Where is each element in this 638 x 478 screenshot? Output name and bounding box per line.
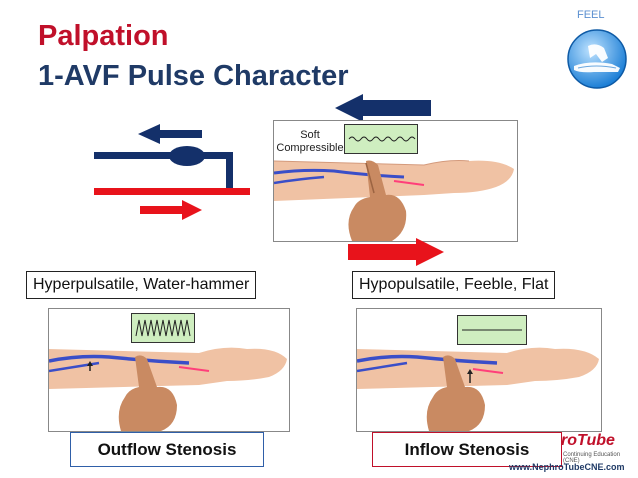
- right-caption: Inflow Stenosis: [372, 432, 562, 467]
- pulse-trace-soft: [344, 124, 418, 154]
- brand-fragment: roTube: [561, 432, 615, 449]
- slide-title: Palpation: [38, 20, 169, 52]
- slide-subtitle: 1-AVF Pulse Character: [38, 60, 349, 92]
- brand-tagline: Continuing Education (CNE): [563, 452, 621, 464]
- left-panel-header: Hyperpulsatile, Water-hammer: [26, 271, 257, 299]
- right-panel-header: Hypopulsatile, Feeble, Flat: [352, 271, 556, 299]
- left-forearm-photo: [48, 308, 290, 432]
- nephrotube-watermark: roTube Continuing Education (CNE) www.Ne…: [505, 430, 633, 474]
- right-forearm-photo: [356, 308, 602, 432]
- center-forearm-photo: Soft Compressible: [273, 120, 518, 242]
- feel-label: FEEL: [577, 9, 605, 21]
- hand-palpating-forearm-icon: [566, 28, 628, 90]
- left-caption: Outflow Stenosis: [70, 432, 264, 467]
- trace-label: Soft Compressible: [276, 129, 344, 155]
- trace-label-line1: Soft: [300, 129, 320, 141]
- trace-label-line2: Compressible: [276, 142, 344, 154]
- venous-flow-arrow: [335, 94, 431, 122]
- pulse-trace-flat: [457, 315, 527, 345]
- brand-url: www.NephroTubeCNE.com: [509, 462, 625, 472]
- avf-schematic-diagram: [90, 118, 260, 228]
- pulse-trace-hyperpulsatile: [131, 313, 195, 343]
- arterial-flow-arrow: [348, 238, 444, 266]
